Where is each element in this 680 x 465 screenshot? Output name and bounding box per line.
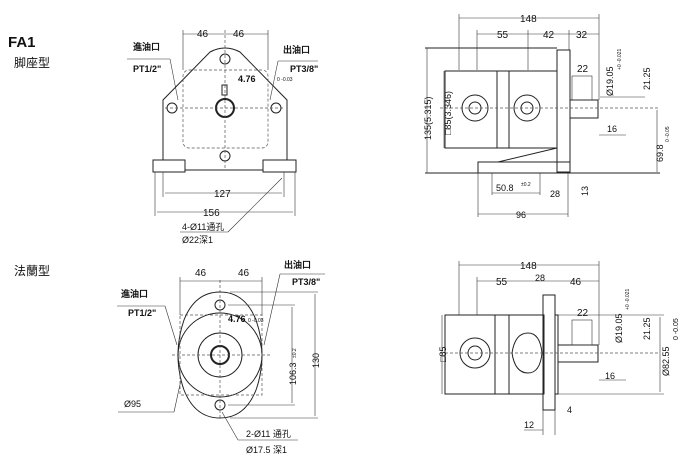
dim-46-left: 46 <box>197 29 209 40</box>
counterbore-note: Ø17.5 深1 <box>246 445 287 455</box>
flange-side-view: 148 55 28 46 □85 22 Ø19.05 +0 -0.021 21.… <box>438 261 680 435</box>
counterbore-note: Ø22深1 <box>182 235 213 245</box>
dim-pilot-dia: Ø82.55 <box>661 346 671 376</box>
dim-32: 32 <box>576 30 588 41</box>
dim-55: 55 <box>496 277 508 288</box>
dim-69-8: 69.8 <box>655 144 665 162</box>
dim-42: 42 <box>543 30 555 41</box>
pilot-diameter: Ø95 <box>124 399 141 409</box>
dim-16: 16 <box>607 124 617 134</box>
outlet-label: 出油口 <box>284 259 311 270</box>
mounting-hole-note: 2-Ø11 通孔 <box>246 429 291 439</box>
pilot-tolerance: 0 -0.05 <box>673 318 680 340</box>
key-width: 4.76 <box>238 74 256 84</box>
foot-side-view: 148 55 42 32 135(5.315) □85(3.346) 22 Ø1… <box>423 14 671 220</box>
dim-130: 130 <box>311 353 321 368</box>
inlet-label: 進油口 <box>121 288 148 299</box>
foot-front-view: FA1 脚座型 46 46 進油口 PT1/2" 出油口 PT3/8" 4.76… <box>8 29 318 245</box>
shaft-tolerance: +0 -0.021 <box>617 49 623 70</box>
inlet-thread: PT1/2" <box>133 64 161 74</box>
dim-135: 135(5.315) <box>423 96 433 140</box>
foot-mount-plate <box>162 47 288 160</box>
dim-body-85: □85 <box>438 347 448 362</box>
dim-22: 22 <box>577 308 589 319</box>
dim-156: 156 <box>203 208 220 219</box>
center-tolerance: 0 -0.05 <box>665 126 671 142</box>
dim-46-right: 46 <box>233 29 245 40</box>
key-tolerance: 0 -0.03 <box>248 318 264 324</box>
dim-12: 12 <box>524 420 534 430</box>
right-foot <box>262 159 297 173</box>
dim-21-25: 21.25 <box>642 317 652 340</box>
shaft <box>569 99 599 119</box>
inlet-thread: PT1/2" <box>128 308 156 318</box>
dim-21-25: 21.25 <box>642 67 652 90</box>
foot-type-label: 脚座型 <box>14 55 50 70</box>
mounting-hole-note: 4-Ø11通孔 <box>182 222 224 232</box>
outlet-label: 出油口 <box>283 44 310 55</box>
model-title: FA1 <box>8 34 36 51</box>
dim-shaft-dia: Ø19.05 <box>605 66 615 96</box>
dim-46-right: 46 <box>238 268 250 279</box>
outlet-thread: PT3/8" <box>290 64 318 74</box>
foot-hole-tolerance: ±0.2 <box>521 182 531 188</box>
dim-127: 127 <box>214 189 231 200</box>
dim-46-left: 46 <box>195 268 207 279</box>
flange-type-label: 法蘭型 <box>14 264 50 278</box>
dim-106-3: 106.3 <box>288 362 298 385</box>
key-width: 4.76 <box>228 314 246 324</box>
left-foot <box>152 159 186 173</box>
dim-28: 28 <box>550 189 560 199</box>
dim-13: 13 <box>580 186 590 196</box>
body-outline-hidden <box>182 69 269 149</box>
dim-46: 46 <box>570 277 582 288</box>
key-tolerance: 0 -0.03 <box>277 77 293 83</box>
bolt-pitch-tolerance: ±0.2 <box>292 348 298 358</box>
dim-55: 55 <box>497 30 509 41</box>
dim-148: 148 <box>520 14 537 25</box>
dim-22: 22 <box>577 64 589 75</box>
mount-flange <box>542 294 556 411</box>
flange-front-view: 法蘭型 46 46 出油口 PT3/8" 進油口 PT1/2" 4.76 0 -… <box>14 259 325 455</box>
shaft-tolerance: +0 -0.021 <box>625 289 631 310</box>
outlet-thread: PT3/8" <box>292 277 320 287</box>
dim-28: 28 <box>535 273 545 283</box>
shaft <box>557 344 599 363</box>
dim-shaft-dia: Ø19.05 <box>614 313 624 343</box>
dim-96: 96 <box>516 210 526 220</box>
dim-body-85: □85(3.346) <box>443 91 453 135</box>
dim-148: 148 <box>520 261 537 272</box>
foot-base <box>477 161 571 174</box>
dim-4: 4 <box>567 405 572 415</box>
dim-50-8: 50.8 <box>496 183 514 193</box>
dim-16: 16 <box>605 371 615 381</box>
inlet-label: 進油口 <box>133 41 160 52</box>
mount-flange <box>556 49 571 173</box>
